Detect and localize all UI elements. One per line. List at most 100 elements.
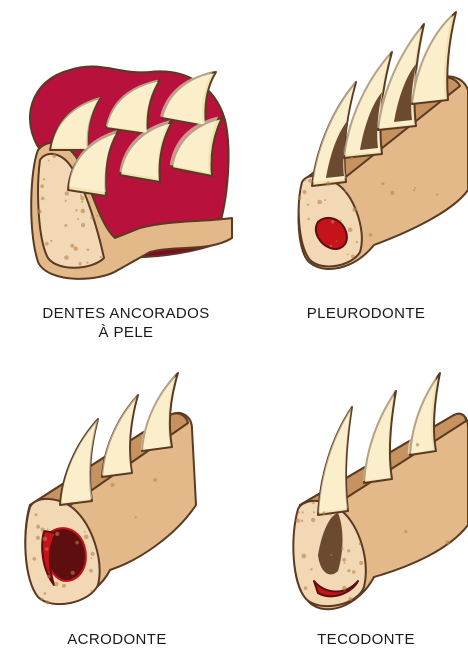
bone-pore xyxy=(80,194,82,196)
acrodont-illustration xyxy=(0,355,234,635)
bone-pore xyxy=(352,570,356,574)
skin-anchored-teeth-illustration xyxy=(0,0,234,290)
caption-acrodont: ACRODONTE xyxy=(0,630,234,649)
bone-pore xyxy=(351,254,355,258)
bone-pore xyxy=(153,478,157,482)
bone-pore xyxy=(45,547,49,551)
bone-pore xyxy=(47,528,49,530)
bone-pore xyxy=(404,530,407,533)
bone-pore xyxy=(302,511,304,513)
bone-pore xyxy=(312,502,315,505)
bone-pore xyxy=(54,582,59,587)
bone-pore xyxy=(41,528,45,532)
pleurodont-panel: PLEURODONTE xyxy=(234,0,468,355)
bone-pore xyxy=(81,223,85,227)
bone-pore xyxy=(356,241,358,243)
bone-pore xyxy=(37,209,42,214)
bone-pore xyxy=(36,525,40,529)
bone-pore xyxy=(308,218,310,220)
bone-pore xyxy=(336,240,338,242)
bone-pore xyxy=(416,443,419,446)
caption-thecodont: TECODONTE xyxy=(264,630,468,649)
bone-pore xyxy=(91,552,95,556)
bone-pore xyxy=(41,197,45,201)
bone-pore xyxy=(81,201,83,203)
bone-pore xyxy=(298,511,300,513)
bone-pore xyxy=(41,598,44,601)
bone-pore xyxy=(301,520,304,523)
bone-pore xyxy=(326,181,331,186)
caption-skin-anchored: DENTES ANCORADOS À PELE xyxy=(0,304,252,342)
bone-pore xyxy=(84,531,86,533)
bone-pore xyxy=(44,592,47,595)
bone-pore xyxy=(45,242,49,246)
bone-pore xyxy=(40,184,44,188)
bone-pore xyxy=(359,543,362,546)
thecodont-illustration xyxy=(234,355,468,635)
bone-pore xyxy=(342,558,346,562)
bone-pore xyxy=(331,220,334,223)
bone-pore xyxy=(91,590,93,592)
bone-pore xyxy=(70,244,74,248)
bone-pore xyxy=(111,483,115,487)
bone-pore xyxy=(74,246,78,250)
bone-pore xyxy=(436,193,438,195)
thecodont-panel: TECODONTE xyxy=(234,355,468,653)
bone-pore xyxy=(330,554,332,556)
bone-pore xyxy=(345,190,347,192)
bone-pore xyxy=(64,255,69,260)
bone-pore xyxy=(100,256,102,258)
bone-pore xyxy=(52,154,56,158)
bone-pore xyxy=(65,191,69,195)
bone-pore xyxy=(32,557,36,561)
skin-anchored-teeth-panel: DENTES ANCORADOS À PELE xyxy=(0,0,234,355)
bone-pore xyxy=(86,262,88,264)
bone-pore xyxy=(347,569,350,572)
bone-pore xyxy=(304,180,306,182)
bone-pore xyxy=(359,561,363,565)
bone-pore xyxy=(80,196,84,200)
caption-pleurodont: PLEURODONTE xyxy=(264,304,468,323)
bone-pore xyxy=(90,557,92,559)
bone-pore xyxy=(350,157,353,160)
bone-pore xyxy=(77,218,79,220)
caption-line: À PELE xyxy=(0,323,252,342)
bone-pore xyxy=(71,571,75,575)
bone-pore xyxy=(65,200,67,202)
bone-pore xyxy=(352,208,356,212)
bone-pore xyxy=(84,535,89,540)
bone-pore xyxy=(330,245,333,248)
bone-pore xyxy=(382,182,385,185)
bone-pore xyxy=(330,514,332,516)
bone-pore xyxy=(349,597,353,601)
bone-pore xyxy=(55,532,59,536)
bone-pore xyxy=(78,262,81,265)
bone-pore xyxy=(446,540,450,544)
bone-pore xyxy=(304,586,308,590)
bone-pore xyxy=(96,215,98,217)
caption-line: ACRODONTE xyxy=(0,630,234,649)
bone-pore xyxy=(296,518,300,522)
bone-pore xyxy=(81,209,85,213)
bone-pore xyxy=(347,254,349,256)
bone-pore xyxy=(310,568,312,570)
bone-pore xyxy=(298,197,302,201)
bone-pore xyxy=(89,569,93,573)
bone-pore xyxy=(48,160,50,162)
bone-pore xyxy=(344,562,346,564)
bone-pore xyxy=(390,191,394,195)
bone-pore xyxy=(341,547,344,550)
bone-pore xyxy=(64,224,67,227)
bone-pore xyxy=(62,584,66,588)
bone-pore xyxy=(311,518,315,522)
bone-pore xyxy=(348,228,353,233)
bone-pore xyxy=(75,541,79,545)
bone-pore xyxy=(87,249,90,252)
caption-line: DENTES ANCORADOS xyxy=(0,304,252,323)
bone-pore xyxy=(308,179,312,183)
bone-pore xyxy=(50,240,52,242)
bone-pore xyxy=(414,187,416,189)
bone-pore xyxy=(43,178,45,180)
bone-pore xyxy=(347,549,350,552)
bone-pore xyxy=(369,233,373,237)
